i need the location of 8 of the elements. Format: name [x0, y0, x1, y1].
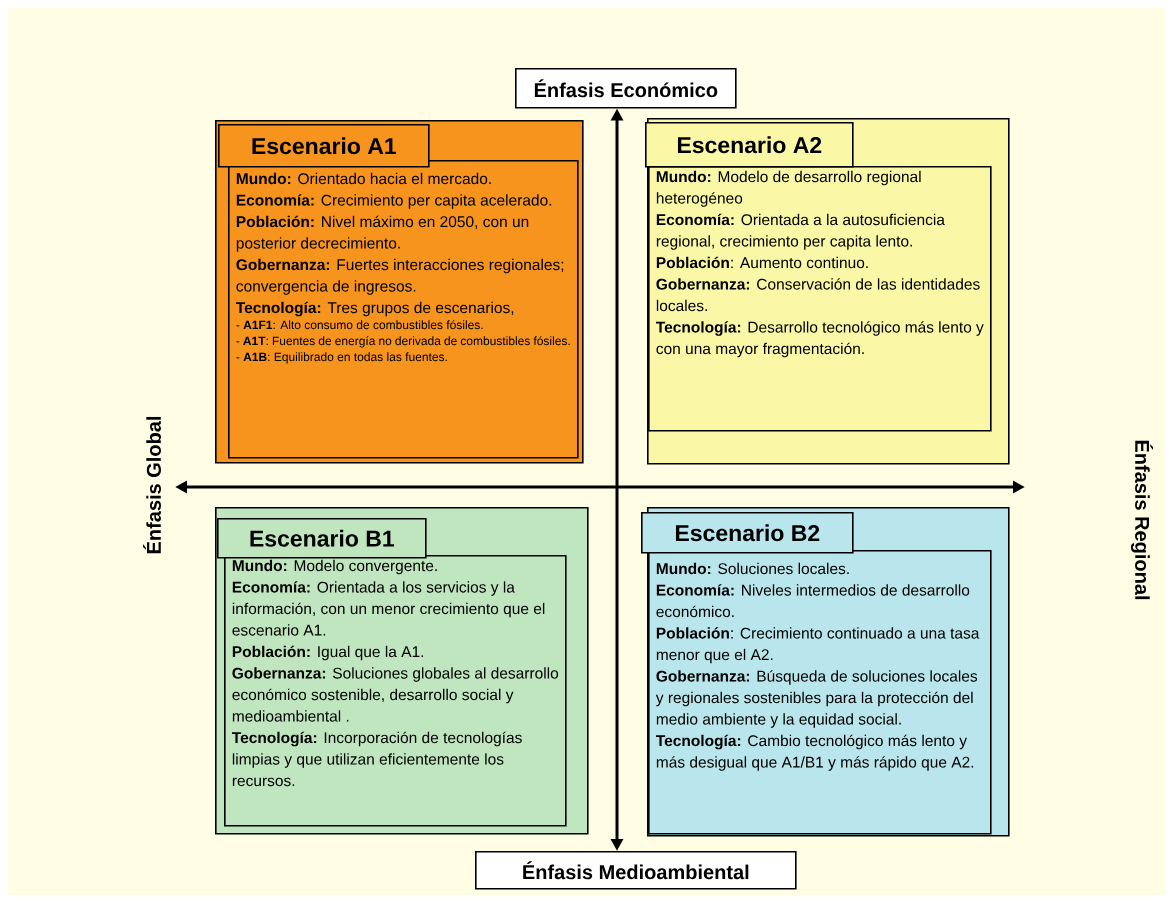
- axis-label-box: Énfasis Económico: [515, 68, 737, 109]
- scenario-title-box: Escenario B2: [641, 512, 854, 554]
- scenario-title-box: Escenario A1: [218, 124, 430, 168]
- axis-label: Énfasis Global: [143, 416, 161, 554]
- axis-label: Énfasis Regional: [1131, 440, 1153, 600]
- axis-label-box: Énfasis Medioambiental: [475, 851, 797, 890]
- scenario-title-box: Escenario A2: [645, 122, 854, 168]
- scenario-title-box: Escenario B1: [217, 518, 427, 559]
